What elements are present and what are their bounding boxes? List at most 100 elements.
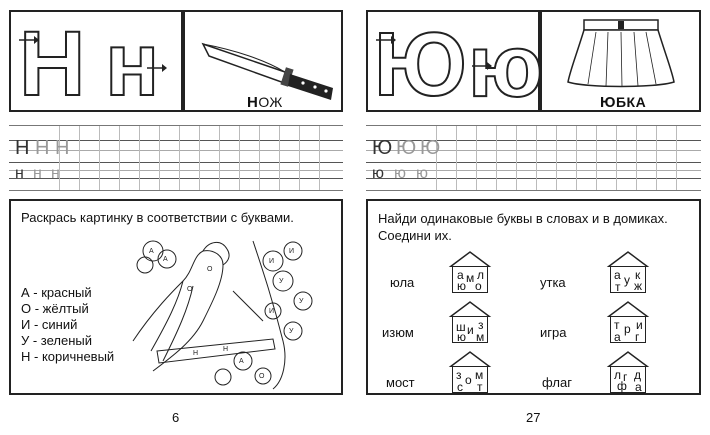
picture-letter: И (269, 308, 274, 315)
picture-letter: О (187, 286, 193, 293)
picture-letter: А (163, 256, 168, 263)
letter-house: а у к т ж (606, 251, 650, 293)
picture-letter: У (299, 298, 304, 305)
house-letter: с (457, 380, 463, 394)
house-letter: о (465, 373, 472, 387)
big-uppercase-letter: Ю (373, 15, 468, 115)
trace-letter-dotted: Ю (420, 137, 441, 159)
picture-card-right: ЮБКА (540, 10, 701, 112)
house-letter: г (623, 370, 628, 384)
picture-word-first-letter: Ю (600, 94, 616, 111)
task-instruction: Найди одинаковые буквы в словах и в доми… (378, 211, 668, 243)
trace-letter-dotted: н (51, 165, 60, 182)
house-letter: м (476, 330, 485, 344)
word-item: мост (386, 375, 415, 390)
house-letter: з (456, 368, 462, 382)
house-letter: а (614, 330, 621, 344)
house-letter: а (614, 268, 621, 282)
big-uppercase-letter: Н (18, 13, 86, 115)
picture-letter: У (289, 328, 294, 335)
legend-item: У - зеленый (21, 333, 93, 348)
task-instruction: Раскрась картинку в соответствии с буква… (21, 210, 294, 225)
trace-letter: н (15, 165, 24, 182)
letter-house: ш и з ю м (448, 301, 492, 343)
word-item: флаг (542, 375, 572, 390)
house-letter: у (624, 273, 630, 287)
house-letter: м (466, 271, 475, 285)
picture-letter: И (269, 258, 274, 265)
house-letter: л (477, 268, 485, 282)
house-letter: з (478, 318, 484, 332)
word-item: игра (540, 325, 567, 340)
page-number-right: 27 (526, 410, 541, 425)
trace-letter: Н (15, 137, 30, 159)
matching-task-card: Найди одинаковые буквы в словах и в доми… (366, 199, 701, 395)
house-letter: т (615, 280, 621, 294)
picture-word: ЮБКА (600, 94, 646, 111)
skirt-icon (567, 19, 675, 88)
big-letter-card-left: Н н (9, 10, 183, 112)
house-letter: ю (457, 330, 466, 344)
house-letter: м (475, 368, 484, 382)
house-letter: и (467, 323, 474, 337)
picture-card-left: НОЖ (183, 10, 343, 112)
house-letter: ж (634, 279, 643, 293)
house-letter: к (635, 268, 641, 282)
trace-letter: ю (372, 165, 384, 182)
legend-item: А - красный (21, 285, 92, 300)
house-letter: г (635, 330, 640, 344)
picture-letter: У (279, 278, 284, 285)
knife-icon (201, 42, 333, 100)
word-item: юла (390, 275, 415, 290)
page-number-left: 6 (172, 410, 180, 425)
letter-house: т р и а г (606, 301, 650, 343)
picture-letter: А (149, 248, 154, 255)
house-letter: ю (457, 279, 466, 293)
stroke-arrow-icon (472, 62, 492, 70)
tracing-lines-left: Н Н Н н н н (9, 125, 343, 191)
trace-letter-dotted: ю (394, 165, 406, 182)
picture-letter: А (239, 358, 244, 365)
trace-letter-dotted: Н (35, 137, 50, 159)
letter-house: з о м с т (448, 351, 492, 393)
tracing-lines-right: Ю Ю Ю ю ю ю (366, 125, 701, 191)
picture-word-rest: ОЖ (258, 94, 283, 110)
house-letter: т (477, 380, 483, 394)
picture-letter: Н (223, 346, 228, 353)
legend-item: И - синий (21, 317, 78, 332)
letter-house: а м л ю о (448, 251, 492, 293)
house-letter: ф (617, 379, 627, 393)
house-letter: л (614, 368, 622, 382)
house-letter: т (614, 318, 620, 332)
house-letter: ш (456, 320, 466, 334)
picture-word-rest: БКА (615, 94, 647, 110)
picture-letter: О (259, 373, 265, 380)
word-item: изюм (382, 325, 414, 340)
big-lowercase-letter: н (104, 15, 160, 115)
coloring-task-card: Раскрась картинку в соответствии с буква… (9, 199, 343, 395)
house-letter: а (457, 268, 464, 282)
house-letter: и (636, 318, 643, 332)
trace-letter-dotted: ю (416, 165, 428, 182)
stroke-arrow-icon (376, 36, 396, 44)
trace-letter-dotted: Н (55, 137, 70, 159)
house-letter: а (635, 380, 642, 394)
trace-letter-dotted: н (33, 165, 42, 182)
house-letter: о (475, 279, 482, 293)
house-letter: р (624, 322, 631, 336)
trace-letter-dotted: Ю (396, 137, 417, 159)
stroke-arrow-icon (147, 64, 167, 72)
picture-word-first-letter: Н (247, 94, 259, 111)
trace-letter: Ю (372, 137, 393, 159)
picture-letter: О (207, 266, 213, 273)
parrot-coloring-picture: А А О О И И У У Н Н А О И У (132, 240, 313, 390)
stroke-arrow-icon (19, 36, 39, 44)
picture-word: НОЖ (247, 94, 283, 111)
big-letter-card-right: Ю ю (366, 10, 544, 115)
legend-item: О - жёлтый (21, 301, 89, 316)
legend-item: Н - коричневый (21, 349, 115, 364)
picture-letter: И (289, 248, 294, 255)
picture-letter: Н (193, 350, 198, 357)
letter-house: л г д ф а (606, 351, 650, 393)
word-item: утка (540, 275, 566, 290)
